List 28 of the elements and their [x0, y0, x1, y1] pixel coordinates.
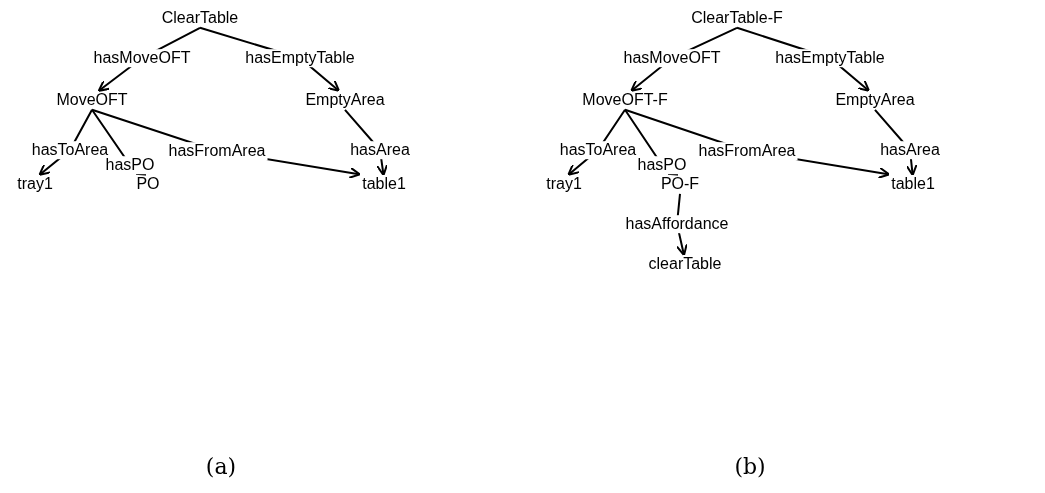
edge-label: hasEmptyTable	[243, 49, 357, 67]
edge-label: hasToArea	[29, 141, 111, 159]
edge-label: hasFromArea	[696, 142, 798, 160]
node-label: PO	[136, 175, 160, 193]
node-label: MoveOFT-F	[582, 91, 668, 109]
edge-label: hasArea	[348, 141, 412, 159]
node-label: table1	[891, 175, 935, 193]
node-label: EmptyArea	[305, 91, 385, 109]
edge-label: hasArea	[878, 141, 942, 159]
edge-label: hasFromArea	[166, 142, 268, 160]
edge-label: hasEmptyTable	[773, 49, 887, 67]
edge-label: hasToArea	[557, 141, 639, 159]
node-label: PO-F	[660, 175, 700, 193]
node-label: table1	[362, 175, 406, 193]
node-label: tray1	[17, 175, 53, 193]
node-label: clearTable	[648, 255, 722, 273]
edge-label: hasMoveOFT	[621, 49, 723, 67]
panel-label: (b)	[734, 454, 766, 480]
node-label: MoveOFT	[56, 91, 128, 109]
node-label: ClearTable	[161, 9, 239, 27]
edge-label: hasAffordance	[623, 215, 731, 233]
edge-label: hasPO	[103, 156, 157, 174]
node-label: EmptyArea	[835, 91, 915, 109]
panel-label: (a)	[205, 454, 237, 480]
node-label: tray1	[546, 175, 582, 193]
edge-label: hasPO	[635, 156, 689, 174]
edge-label: hasMoveOFT	[91, 49, 193, 67]
node-label: ClearTable-F	[691, 9, 783, 27]
